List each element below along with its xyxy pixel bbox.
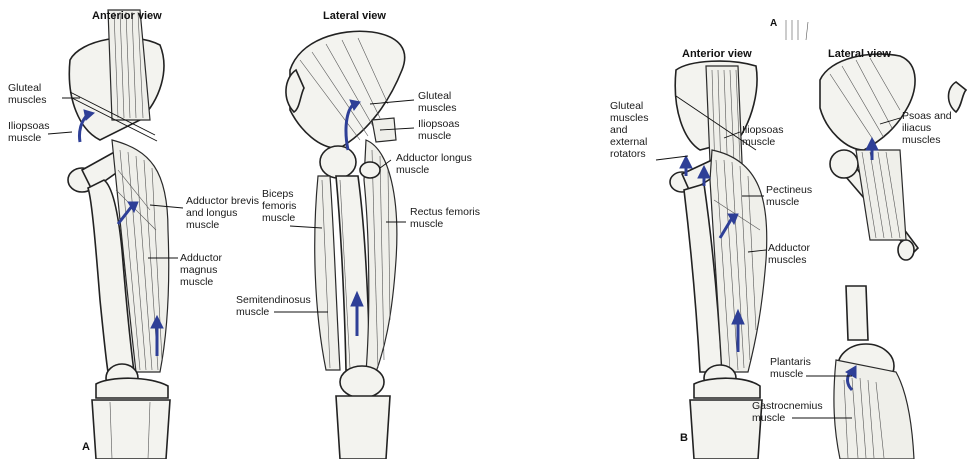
panel-a-anterior-figure bbox=[68, 10, 170, 459]
panel-b-anterior-figure bbox=[670, 20, 808, 459]
label-pectineus: Pectineus muscle bbox=[766, 184, 826, 208]
label-iliopsoas-a-lateral: Iliopsoas muscle bbox=[418, 118, 468, 142]
label-adductor-longus: Adductor longus muscle bbox=[396, 152, 476, 176]
panel-b-lateral-heading: Lateral view bbox=[828, 48, 891, 60]
label-plantaris: Plantaris muscle bbox=[770, 356, 820, 380]
panel-a-anterior-heading: Anterior view bbox=[92, 10, 162, 22]
label-psoas-iliacus: Psoas and iliacus muscles bbox=[902, 110, 962, 146]
label-iliopsoas-a-anterior: Iliopsoas muscle bbox=[8, 120, 56, 144]
panel-b-letter: B bbox=[680, 432, 688, 444]
panel-a-lateral-heading: Lateral view bbox=[323, 10, 386, 22]
label-gluteal-external-rotators: Gluteal muscles and external rotators bbox=[610, 100, 662, 160]
label-biceps-femoris: Biceps femoris muscle bbox=[262, 188, 312, 224]
panel-b-anterior-heading: Anterior view bbox=[682, 48, 752, 60]
label-adductor-brevis-longus: Adductor brevis and longus muscle bbox=[186, 195, 266, 231]
label-gastrocnemius: Gastrocnemius muscle bbox=[752, 400, 842, 424]
label-gluteal-muscles-a-lateral: Gluteal muscles bbox=[418, 90, 468, 114]
label-gluteal-muscles-a-anterior: Gluteal muscles bbox=[8, 82, 68, 106]
label-iliopsoas-b: Iliopsoas muscle bbox=[742, 124, 802, 148]
panel-a-lateral-figure bbox=[286, 31, 405, 459]
panel-b-top-letter: A bbox=[770, 18, 777, 29]
label-adductor-muscles: Adductor muscles bbox=[768, 242, 828, 266]
label-semitendinosus: Semitendinosus muscle bbox=[236, 294, 316, 318]
label-adductor-magnus: Adductor magnus muscle bbox=[180, 252, 240, 288]
panel-a-letter: A bbox=[82, 441, 90, 453]
label-rectus-femoris: Rectus femoris muscle bbox=[410, 206, 490, 230]
